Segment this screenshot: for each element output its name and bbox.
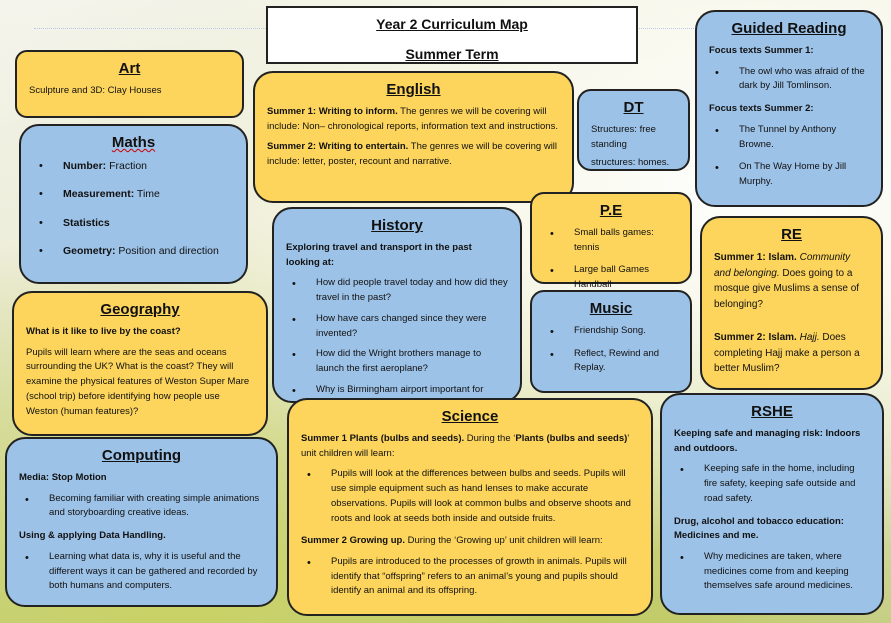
computing-list-1: Becoming familiar with creating simple a… bbox=[19, 492, 264, 521]
computing-sub1: Media: Stop Motion bbox=[19, 472, 107, 483]
rshe-sub1: Keeping safe and managing risk: Indoors … bbox=[674, 428, 861, 454]
music-box: Music Friendship Song. Reflect, Rewind a… bbox=[530, 290, 692, 393]
science-list-2: Pupils are introduced to the processes o… bbox=[301, 555, 639, 599]
geography-text: Pupils will learn where are the seas and… bbox=[26, 346, 250, 417]
maths-box: Maths Number: Fraction Measurement: Time… bbox=[19, 124, 248, 284]
computing-list-2: Learning what data is, why it is useful … bbox=[19, 550, 264, 594]
page-title: Year 2 Curriculum Map bbox=[376, 16, 528, 32]
computing-item: Learning what data is, why it is useful … bbox=[19, 550, 264, 594]
history-box: History Exploring travel and transport i… bbox=[272, 207, 522, 409]
focus-summer1: Focus texts Summer 1: bbox=[709, 45, 814, 56]
book-item: The Tunnel by Anthony Browne. bbox=[709, 123, 869, 152]
history-heading: History bbox=[371, 217, 423, 234]
science-box: Science Summer 1 Plants (bulbs and seeds… bbox=[287, 398, 653, 616]
book-item: The owl who was afraid of the dark by Ji… bbox=[709, 65, 869, 94]
guided-reading-box: Guided Reading Focus texts Summer 1: The… bbox=[695, 10, 883, 207]
history-item: How did people travel today and how did … bbox=[286, 276, 508, 305]
maths-item: Number: Fraction bbox=[33, 158, 234, 175]
maths-item: Geometry: Position and direction bbox=[33, 243, 234, 260]
music-list: Friendship Song. Reflect, Rewind and Rep… bbox=[544, 324, 678, 376]
music-item: Friendship Song. bbox=[544, 324, 678, 341]
rshe-box: RSHE Keeping safe and managing risk: Ind… bbox=[660, 393, 884, 615]
re-summer2: Summer 2: Islam. Hajj. Does completing H… bbox=[714, 332, 860, 374]
term-title: Summer Term bbox=[405, 46, 499, 62]
english-summer1: Summer 1: Writing to inform. The genres … bbox=[267, 106, 558, 132]
history-list: How did people travel today and how did … bbox=[286, 276, 508, 412]
geography-heading: Geography bbox=[100, 301, 180, 318]
maths-heading: Maths bbox=[111, 134, 156, 151]
pe-box: P.E Small balls games: tennis Large ball… bbox=[530, 192, 692, 290]
rshe-list-2: Why medicines are taken, where medicines… bbox=[674, 550, 870, 594]
english-box: English Summer 1: Writing to inform. The… bbox=[253, 71, 574, 203]
pe-item: Large ball Games Handball bbox=[544, 263, 678, 292]
geography-box: Geography What is it like to live by the… bbox=[12, 291, 268, 436]
focus-summer2: Focus texts Summer 2: bbox=[709, 103, 814, 115]
title-box: Year 2 Curriculum Map Summer Term bbox=[266, 6, 638, 64]
pe-heading: P.E bbox=[599, 202, 623, 219]
science-summer1: Summer 1 Plants (bulbs and seeds). Durin… bbox=[301, 433, 630, 459]
focus-summer2-list: The Tunnel by Anthony Browne. On The Way… bbox=[709, 123, 869, 190]
dt-line2: structures: homes. bbox=[591, 157, 670, 169]
rshe-heading: RSHE bbox=[751, 403, 793, 420]
maths-item: Measurement: Time bbox=[33, 186, 234, 203]
guided-reading-heading: Guided Reading bbox=[731, 20, 847, 37]
computing-box: Computing Media: Stop Motion Becoming fa… bbox=[5, 437, 278, 607]
history-intro: Exploring travel and transport in the pa… bbox=[286, 242, 472, 268]
science-heading: Science bbox=[441, 408, 499, 425]
maths-list: Number: Fraction Measurement: Time Stati… bbox=[33, 158, 234, 260]
geography-question: What is it like to live by the coast? bbox=[26, 326, 181, 337]
focus-summer1-list: The owl who was afraid of the dark by Ji… bbox=[709, 65, 869, 94]
art-box: Art Sculpture and 3D: Clay Houses bbox=[15, 50, 244, 118]
dt-line1: Structures: free standing bbox=[591, 124, 656, 150]
english-heading: English bbox=[386, 81, 441, 98]
rshe-sub2: Drug, alcohol and tobacco education: Med… bbox=[674, 515, 844, 542]
maths-item: Statistics bbox=[33, 215, 234, 232]
pe-list: Small balls games: tennis Large ball Gam… bbox=[544, 226, 678, 293]
english-summer2: Summer 2: Writing to entertain. The genr… bbox=[267, 141, 558, 168]
rshe-item: Why medicines are taken, where medicines… bbox=[674, 550, 870, 594]
rshe-list-1: Keeping safe in the home, including fire… bbox=[674, 462, 870, 506]
music-item: Reflect, Rewind and Replay. bbox=[544, 347, 678, 376]
science-item: Pupils will look at the differences betw… bbox=[301, 467, 639, 526]
dt-heading: DT bbox=[623, 99, 644, 116]
science-item: Pupils are introduced to the processes o… bbox=[301, 555, 639, 599]
history-item: How did the Wright brothers manage to la… bbox=[286, 347, 508, 376]
music-heading: Music bbox=[589, 300, 633, 317]
re-summer1: Summer 1: Islam. Community and belonging… bbox=[714, 252, 860, 310]
book-item: On The Way Home by Jill Murphy. bbox=[709, 160, 869, 189]
computing-item: Becoming familiar with creating simple a… bbox=[19, 492, 264, 521]
science-summer2: Summer 2 Growing up. During the ‘Growing… bbox=[301, 535, 603, 547]
re-heading: RE bbox=[781, 226, 802, 243]
art-heading: Art bbox=[118, 60, 141, 77]
science-list-1: Pupils will look at the differences betw… bbox=[301, 467, 639, 526]
computing-heading: Computing bbox=[101, 447, 182, 464]
dt-box: DT Structures: free standing structures:… bbox=[577, 89, 690, 171]
rshe-item: Keeping safe in the home, including fire… bbox=[674, 462, 870, 506]
art-text: Sculpture and 3D: Clay Houses bbox=[29, 85, 162, 96]
computing-sub2: Using & applying Data Handling. bbox=[19, 530, 166, 542]
history-item: How have cars changed since they were in… bbox=[286, 312, 508, 341]
pe-item: Small balls games: tennis bbox=[544, 226, 678, 255]
re-box: RE Summer 1: Islam. Community and belong… bbox=[700, 216, 883, 390]
